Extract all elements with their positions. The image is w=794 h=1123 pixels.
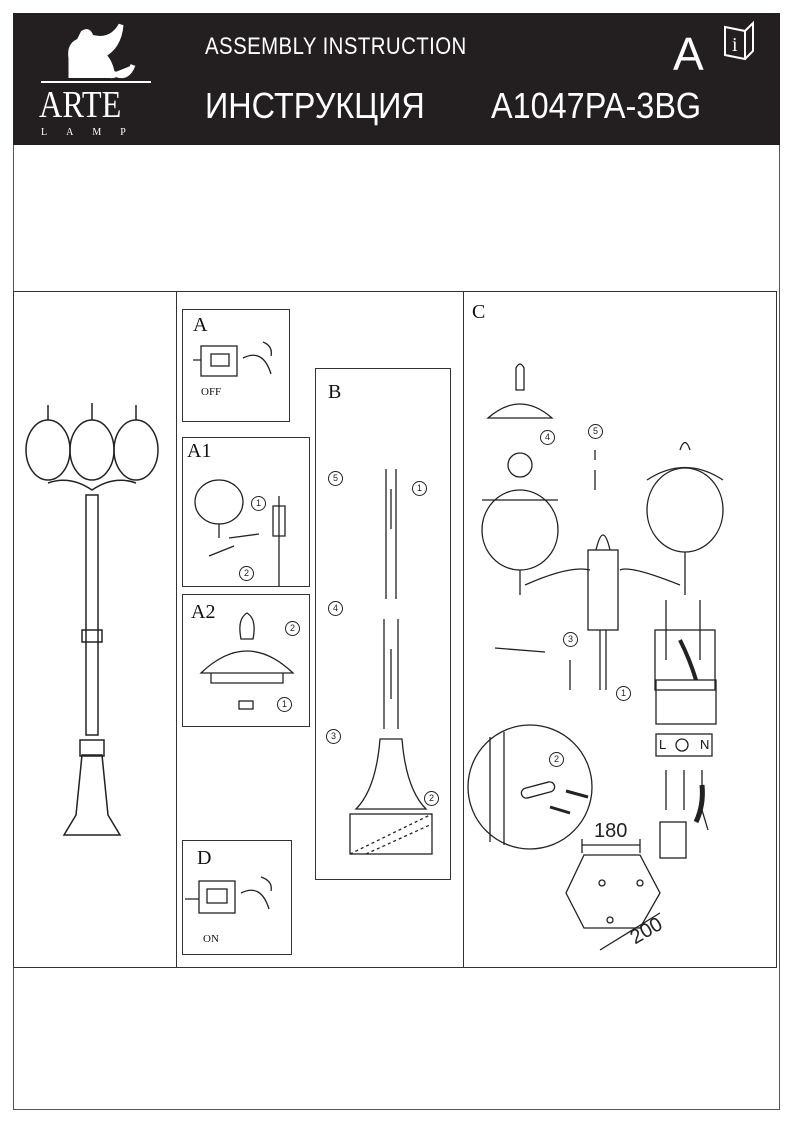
switch-on-label: ON	[203, 933, 219, 945]
step-number: 2	[549, 752, 564, 767]
step-number: 1	[277, 697, 292, 712]
step-number: 2	[424, 791, 439, 806]
svg-text:i: i	[732, 34, 738, 56]
step-a-box: A OFF	[182, 309, 290, 422]
step-a2-box: A2 2 1	[182, 594, 310, 727]
logo-sub: LAMP	[41, 127, 145, 138]
step-a2-label: A2	[191, 601, 216, 623]
step-number: 4	[540, 430, 555, 445]
step-number: 1	[412, 481, 427, 496]
step-b-box: B 5 1 4 3 2	[315, 368, 451, 880]
wire-label-live: L	[659, 737, 667, 752]
manual-book-icon: i	[724, 20, 754, 61]
step-d-box: D ON	[182, 840, 292, 955]
step-a1-label: A1	[187, 440, 212, 462]
step-a1-box: A1 1 2	[182, 437, 310, 587]
step-number: 3	[563, 632, 578, 647]
step-c-label: C	[472, 301, 486, 323]
switch-on-icon	[185, 876, 272, 914]
model-number: A1047PA-3BG	[491, 85, 702, 126]
step-number: 4	[328, 601, 343, 616]
wire-label-neutral: N	[700, 737, 710, 752]
dimension-width: 180	[594, 820, 628, 842]
step-number: 1	[251, 496, 266, 511]
pole-assembly-drawing	[349, 469, 433, 855]
terminal-block-icon	[655, 600, 717, 859]
step-number: 3	[326, 729, 341, 744]
lantern-cap-drawing	[199, 612, 295, 710]
step-number: 5	[588, 424, 603, 439]
lamp-overview-drawing	[25, 403, 159, 836]
title-ru: ИНСТРУКЦИЯ	[205, 85, 425, 126]
lantern-mount-drawing	[194, 479, 286, 586]
lamp-head-assembly-drawing	[481, 363, 724, 691]
instruction-panel	[13, 291, 777, 968]
switch-off-label: OFF	[201, 386, 222, 398]
step-a-label: A	[193, 314, 208, 336]
griffin-logo-icon	[41, 23, 151, 83]
screw-detail-drawing	[467, 724, 593, 850]
logo-brand: ARTE	[39, 84, 122, 126]
language-letter: A	[673, 28, 704, 80]
step-d-label: D	[197, 847, 212, 869]
switch-off-icon	[193, 341, 272, 377]
step-number: 5	[328, 471, 343, 486]
divider	[176, 291, 177, 968]
header-bar: ARTE LAMP ASSEMBLY INSTRUCTION ИНСТРУКЦИ…	[13, 13, 780, 145]
step-b-label: B	[328, 381, 342, 403]
step-number: 2	[285, 621, 300, 636]
step-number: 1	[616, 686, 631, 701]
title-en: ASSEMBLY INSTRUCTION	[205, 33, 467, 60]
base-plate-drawing	[565, 839, 661, 951]
divider	[463, 291, 464, 968]
step-number: 2	[239, 566, 254, 581]
